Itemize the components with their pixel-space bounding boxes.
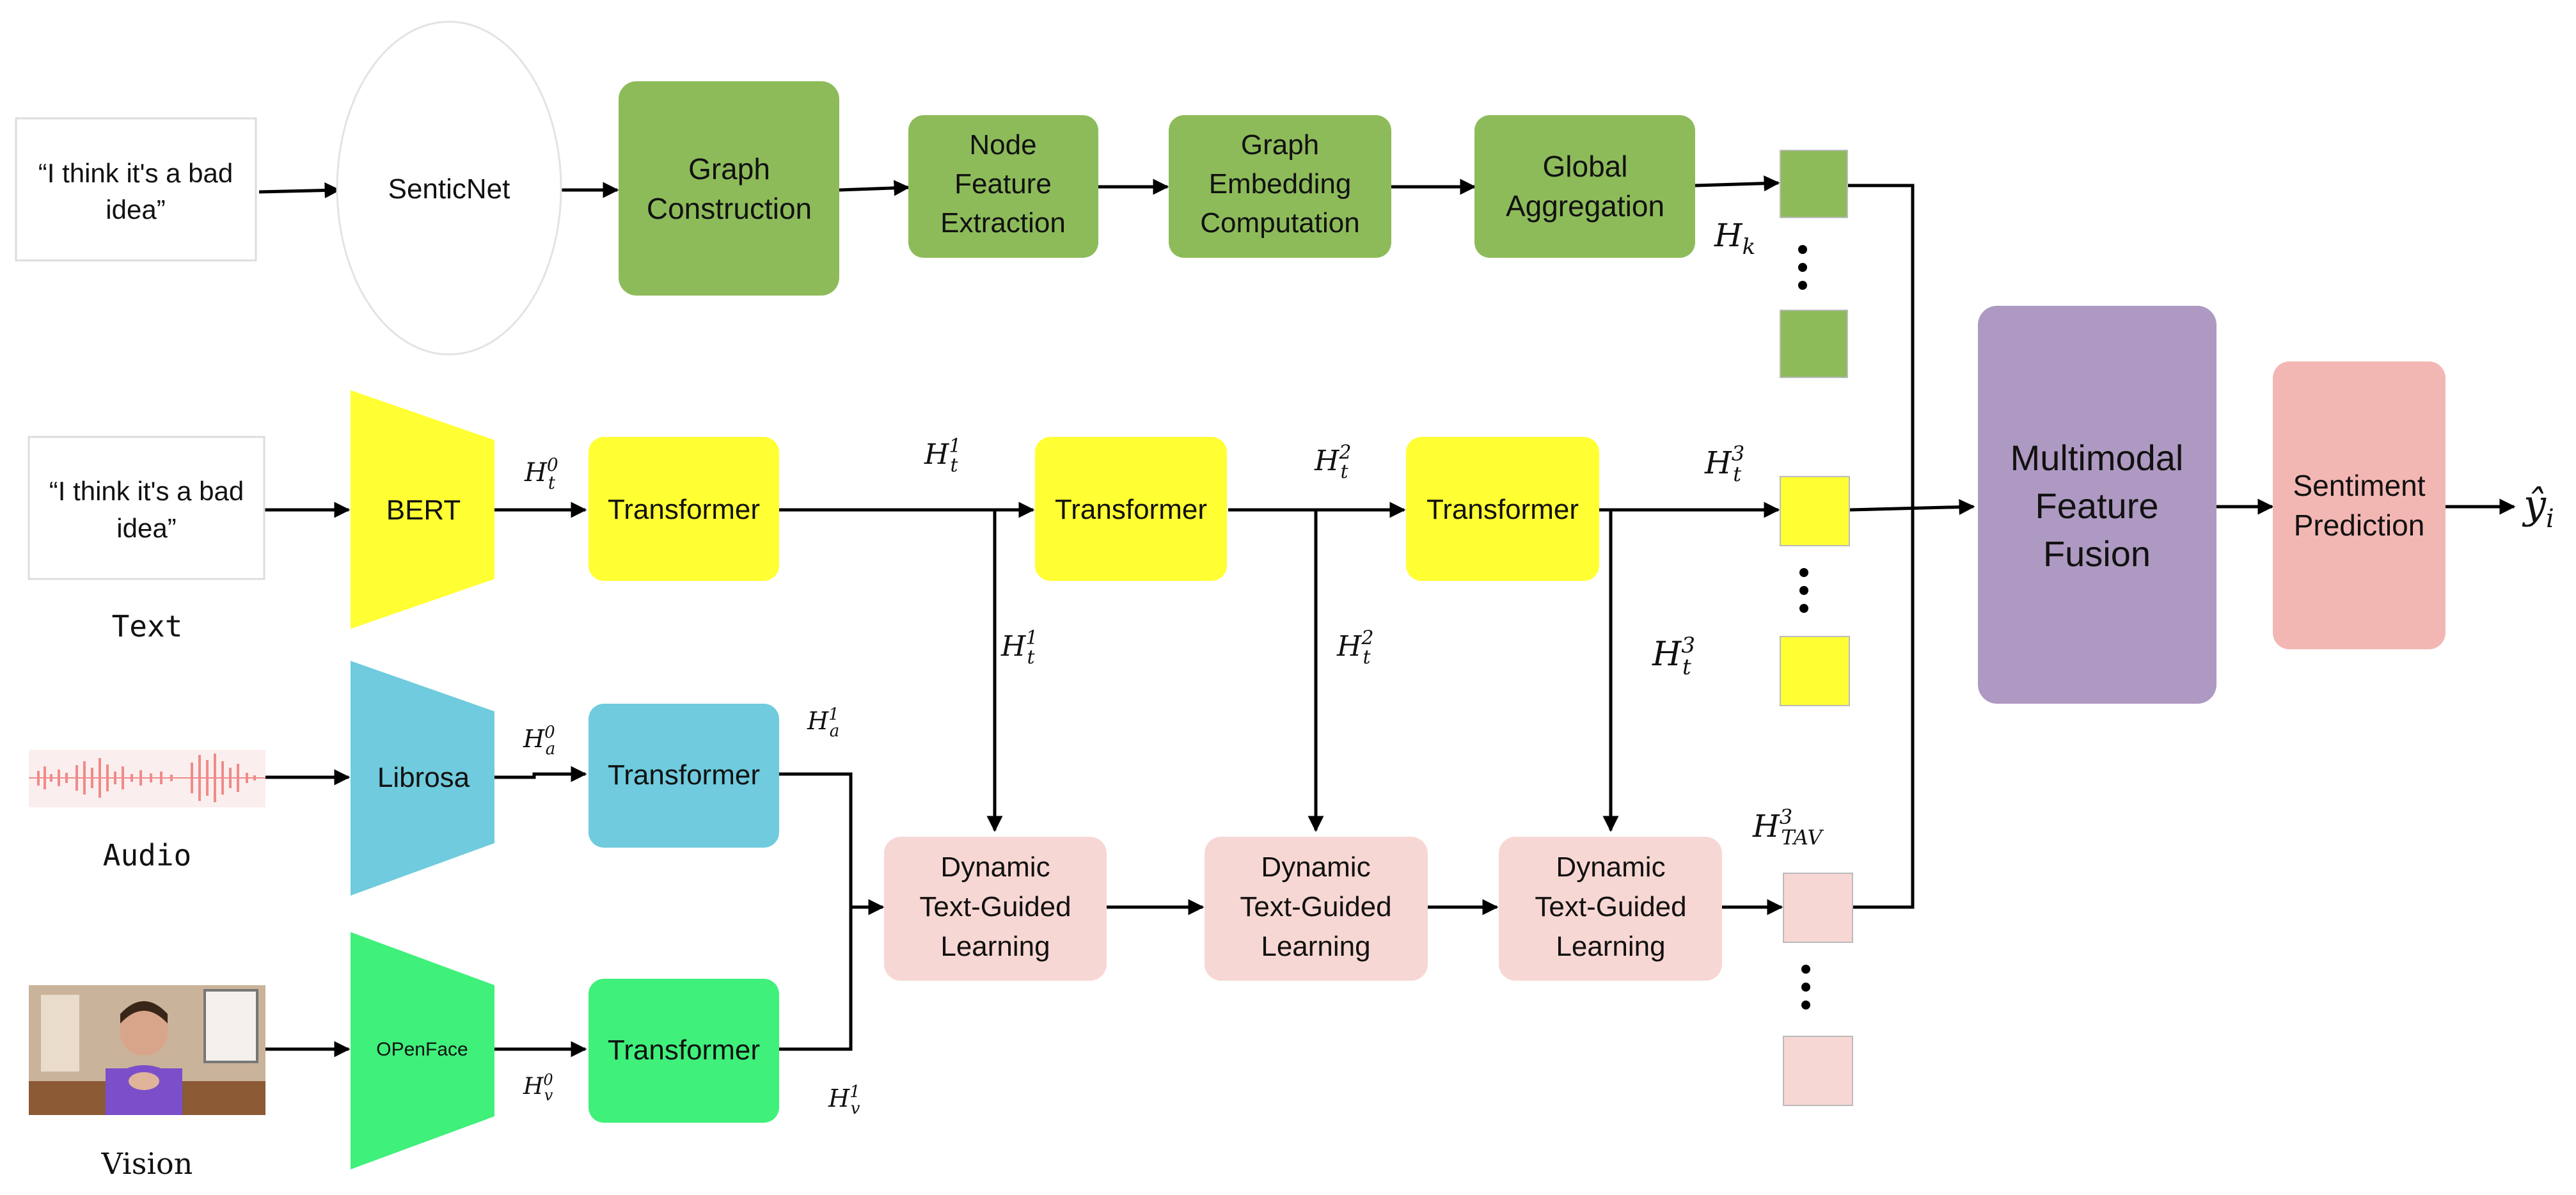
global-aggregation-node: Global Aggregation <box>1474 115 1695 258</box>
librosa-encoder: Librosa <box>351 661 494 896</box>
ht3-feature-stack <box>1780 476 1850 706</box>
node-feature-line2: Feature <box>954 168 1052 200</box>
prediction-line2: Prediction <box>2294 509 2425 542</box>
text-transformer-2-label: Transformer <box>1055 494 1207 525</box>
fusion-line3: Fusion <box>2043 534 2151 574</box>
dtgl-2-line1: Dynamic <box>1261 851 1370 883</box>
bert-label: BERT <box>386 495 461 526</box>
graph-embedding-line1: Graph <box>1241 129 1319 161</box>
fusion-line1: Multimodal <box>2011 438 2184 478</box>
edge-hk-to-fusion-vertical <box>1847 184 1915 509</box>
edge-librosa-to-transformer <box>494 766 587 782</box>
quote-text-line2: idea” <box>116 513 176 543</box>
vision-transformer: Transformer <box>589 979 779 1123</box>
bert-encoder: BERT <box>351 390 494 629</box>
graph-embedding-node: Graph Embedding Computation <box>1169 115 1391 258</box>
audio-transformer: Transformer <box>589 704 779 848</box>
dtgl-2-line3: Learning <box>1261 931 1370 962</box>
audio-modality-label: Audio <box>103 838 191 873</box>
text-transformer-3: Transformer <box>1406 437 1599 581</box>
hk-feature-stack <box>1780 150 1848 378</box>
edge-aggregation-to-hk <box>1695 175 1780 192</box>
graph-construction-line1: Graph <box>688 152 770 186</box>
audio-waveform-icon <box>29 750 265 807</box>
dtgl-block-2: Dynamic Text-Guided Learning <box>1205 837 1428 981</box>
graph-construction-node: Graph Construction <box>619 81 839 296</box>
quote-text-line1: “I think it's a bad <box>49 476 244 506</box>
text-transformer-1-label: Transformer <box>608 494 760 525</box>
edge-quote-to-senticnet <box>258 182 341 199</box>
graph-embedding-line3: Computation <box>1200 207 1359 239</box>
dtgl-2-line2: Text-Guided <box>1240 891 1391 922</box>
openface-label: OPenFace <box>376 1039 468 1060</box>
senticnet-node: SenticNet <box>336 20 562 356</box>
hk-label: Hk <box>1714 217 1755 260</box>
global-aggregation-line2: Aggregation <box>1506 189 1664 223</box>
text-transformer-1: Transformer <box>589 437 779 581</box>
prediction-line1: Sentiment <box>2293 469 2425 502</box>
text-transformer-3-label: Transformer <box>1426 494 1579 525</box>
quote-box-top: “I think it's a bad idea” <box>15 117 257 262</box>
text-modality-label: Text <box>112 609 183 644</box>
vision-transformer-label: Transformer <box>608 1034 760 1066</box>
edge-htav-to-fusion-vertical <box>1852 509 1915 909</box>
node-feature-node: Node Feature Extraction <box>908 115 1098 258</box>
node-feature-line3: Extraction <box>940 207 1066 239</box>
dtgl-1-line1: Dynamic <box>940 851 1050 883</box>
dtgl-3-line2: Text-Guided <box>1535 891 1686 922</box>
vision-modality-label: Vision <box>101 1146 193 1181</box>
edge-audio-vision-merge <box>779 772 853 1051</box>
quote-top-line2: idea” <box>106 194 165 225</box>
multimodal-fusion-block: Multimodal Feature Fusion <box>1978 306 2216 704</box>
fusion-line2: Feature <box>2035 486 2159 526</box>
edge-graph-to-node <box>839 180 910 196</box>
global-aggregation-line1: Global <box>1543 150 1628 183</box>
dtgl-block-1: Dynamic Text-Guided Learning <box>884 837 1107 981</box>
dtgl-1-line3: Learning <box>940 931 1050 962</box>
node-feature-line1: Node <box>969 129 1036 161</box>
dtgl-1-line2: Text-Guided <box>919 891 1071 922</box>
dtgl-3-line3: Learning <box>1556 931 1665 962</box>
quote-box-text: “I think it's a bad idea” <box>28 436 265 580</box>
edges <box>258 175 2516 1057</box>
senticnet-label: SenticNet <box>388 173 510 205</box>
quote-top-line1: “I think it's a bad <box>38 158 233 188</box>
vision-frame-image <box>29 985 265 1115</box>
sentiment-prediction-block: Sentiment Prediction <box>2273 361 2446 649</box>
openface-encoder: OPenFace <box>351 932 494 1169</box>
dtgl-block-3: Dynamic Text-Guided Learning <box>1499 837 1722 981</box>
librosa-label: Librosa <box>377 762 470 793</box>
edge-to-fusion <box>1849 499 1975 516</box>
output-label: ŷi <box>2522 481 2554 534</box>
dtgl-3-line1: Dynamic <box>1556 851 1665 883</box>
text-transformer-2: Transformer <box>1035 437 1227 581</box>
graph-construction-line2: Construction <box>647 192 812 225</box>
htav-feature-stack <box>1783 873 1853 1106</box>
graph-embedding-line2: Embedding <box>1209 168 1352 200</box>
audio-transformer-label: Transformer <box>608 759 760 791</box>
